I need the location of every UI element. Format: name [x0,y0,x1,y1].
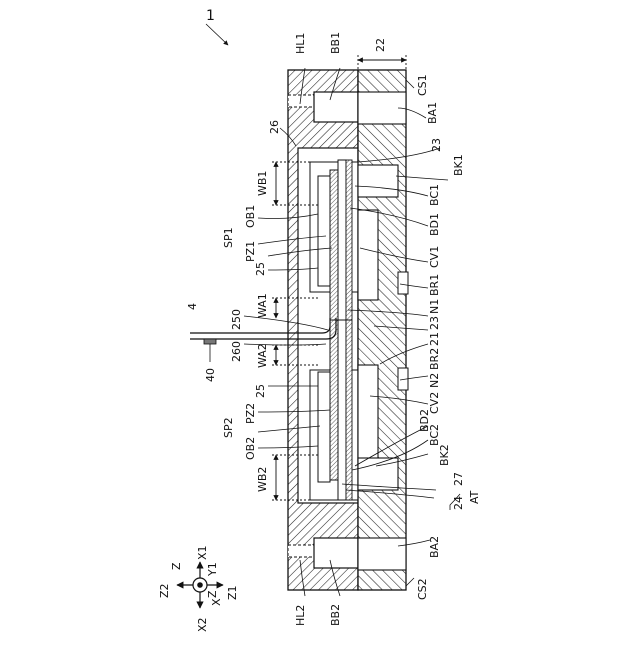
label-wb1: WB1 [256,171,269,196]
label-25a: 25 [254,262,267,276]
label-25b: 25 [254,384,267,398]
label-bb2: BB2 [329,604,342,626]
label-ba1: BA1 [426,102,439,124]
label-br2: BR2 [428,348,441,370]
label-pz2: PZ2 [244,403,257,424]
label-cs2: CS2 [416,578,429,600]
axis-z-bot: Z [206,590,219,598]
label-ob2: OB2 [244,437,257,460]
label-40: 40 [204,368,217,382]
label-n2: N2 [428,373,441,388]
label-dim22: 22 [374,38,387,52]
figure-ref: 1 [206,8,215,24]
label-cs1: CS1 [416,74,429,96]
label-ba2: BA2 [428,536,441,558]
label-cv1: CV1 [428,246,441,268]
axis-x1: X1 [196,545,209,560]
label-bc2: BC2 [428,424,441,446]
label-hl1: HL1 [294,33,307,54]
label-wa2: WA2 [256,343,269,368]
label-26: 26 [268,120,281,134]
label-at: AT [468,490,481,504]
label-pz1: PZ1 [244,241,257,262]
axis-z-top: Z [170,562,183,570]
lower-housing [358,70,408,590]
label-4: 4 [186,303,199,310]
label-wa1: WA1 [256,293,269,318]
label-ob1: OB1 [244,205,257,228]
label-260: 260 [230,341,243,362]
label-bk2: BK2 [438,444,451,466]
label-hl2: HL2 [294,605,307,626]
label-21: 21 [428,332,441,346]
axis-z2: Z2 [158,583,171,598]
label-br1: BR1 [428,274,441,296]
axis-x: X [210,598,223,606]
label-250: 250 [230,309,243,330]
label-bc1: BC1 [428,184,441,206]
axis-x2: X2 [196,617,209,632]
label-sp2: SP2 [222,417,235,438]
label-24: 24 [452,496,465,510]
label-23a: 23 [430,138,443,152]
label-wb2: WB2 [256,467,269,492]
label-bd1: BD1 [428,213,441,236]
axis-y1: Y1 [206,562,219,577]
label-sp1: SP1 [222,227,235,248]
label-bk1: BK1 [452,154,465,176]
label-27: 27 [452,472,465,486]
label-n1: N1 [428,299,441,314]
axis-z1: Z1 [226,585,239,600]
label-23b: 23 [428,316,441,330]
label-bb1: BB1 [329,32,342,54]
